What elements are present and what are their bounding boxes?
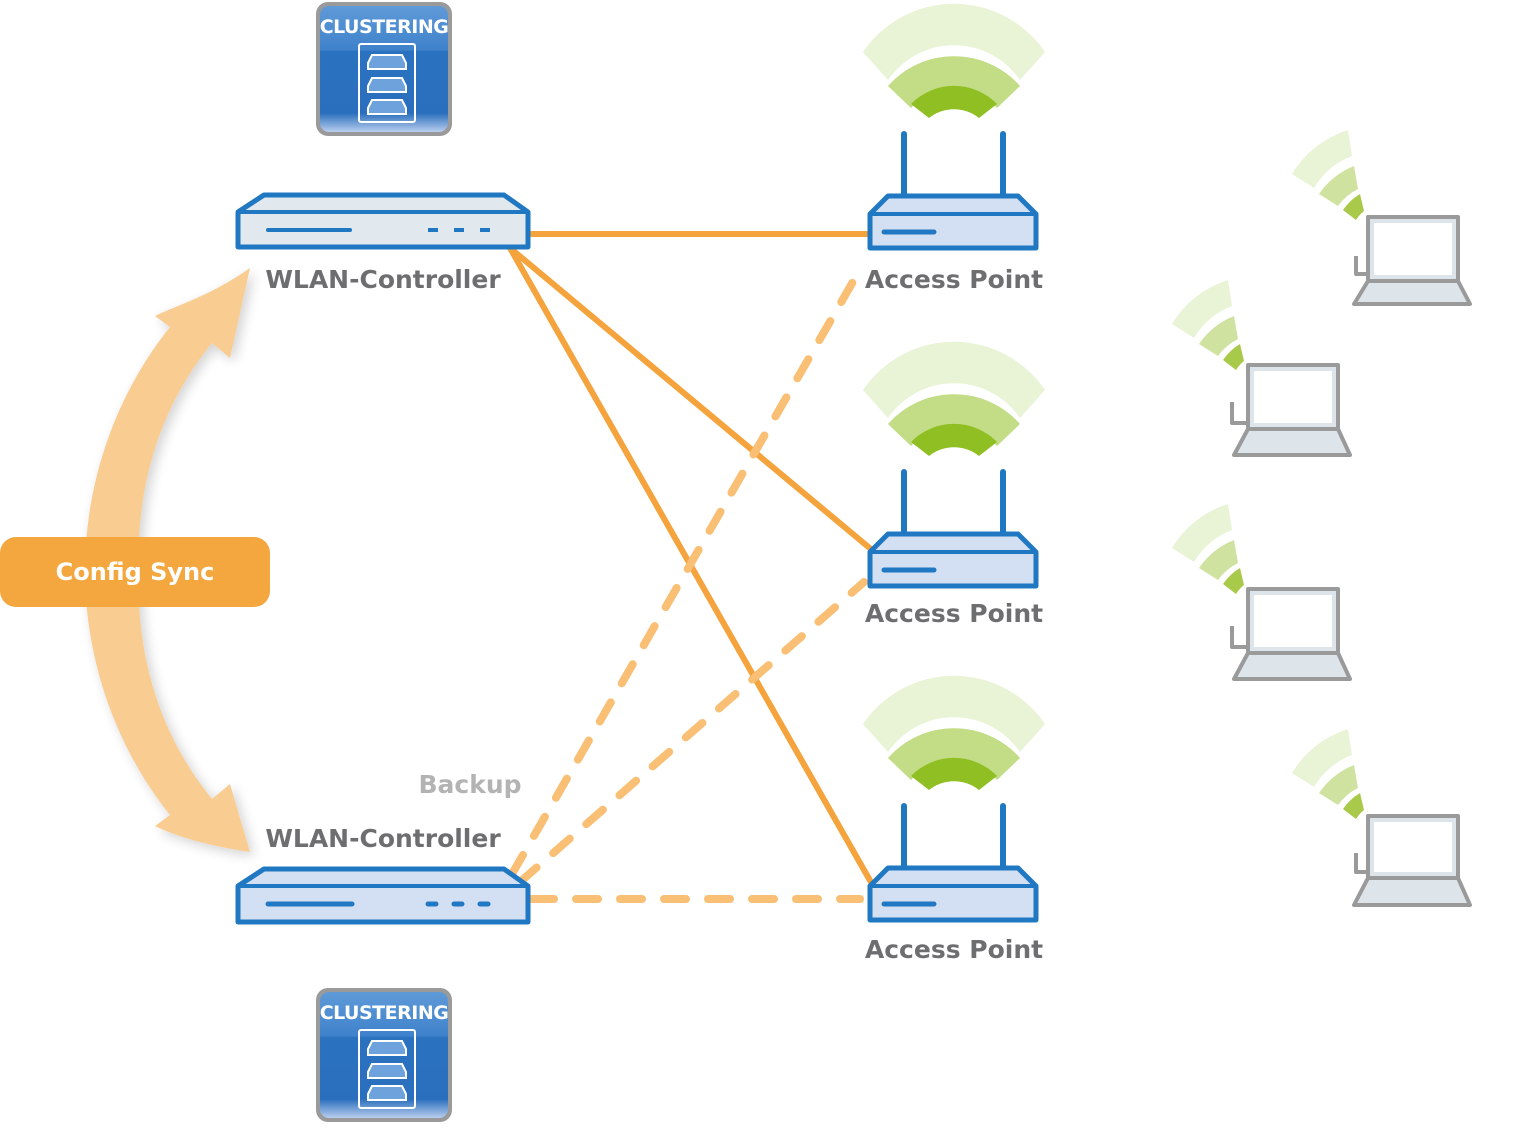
controller-label: WLAN-Controller: [265, 824, 501, 853]
wlan-controller-primary: WLAN-Controller: [235, 192, 531, 294]
wlan-controller-backup: WLAN-Controller: [235, 824, 531, 925]
clustering-badge-bottom: CLUSTERING: [316, 988, 452, 1122]
config-sync-label: Config Sync: [56, 558, 215, 586]
access-point-2: Access Point: [863, 341, 1045, 628]
link-primary-ap2: [507, 245, 875, 553]
client-laptop-2: [1172, 280, 1352, 457]
laptop-icon: [1230, 363, 1352, 457]
config-sync-badge: Config Sync: [0, 537, 270, 607]
access-point-label: Access Point: [865, 599, 1043, 628]
access-point-label: Access Point: [865, 265, 1043, 294]
wifi-signal-icon: [1172, 280, 1244, 370]
controller-device-icon: [235, 866, 531, 925]
link-backup-ap2: [516, 578, 868, 886]
access-point-3: Access Point: [863, 675, 1045, 964]
laptop-icon: [1352, 814, 1472, 907]
server-rack-icon: [358, 1029, 416, 1109]
config-sync-arrow: [85, 268, 250, 852]
wifi-signal-icon: [863, 675, 1045, 790]
wifi-signal-icon: [863, 3, 1045, 118]
wifi-signal-icon: [1292, 130, 1364, 220]
server-rack-icon: [358, 43, 416, 123]
clustering-badge-label: CLUSTERING: [320, 16, 449, 38]
laptop-icon: [1352, 215, 1472, 306]
client-laptop-1: [1292, 130, 1472, 306]
backup-links: [508, 262, 868, 903]
client-laptop-3: [1172, 504, 1352, 681]
wifi-signal-icon: [1292, 729, 1364, 819]
clustering-badge-top: CLUSTERING: [316, 2, 452, 136]
access-point-device-icon: [867, 469, 1039, 589]
backup-label: Backup: [418, 770, 521, 799]
access-point-1: Access Point: [863, 3, 1045, 294]
access-point-device-icon: [867, 131, 1039, 251]
controller-device-icon: [235, 192, 531, 250]
wifi-signal-icon: [1172, 504, 1244, 594]
client-laptop-4: [1292, 729, 1472, 907]
access-point-label: Access Point: [865, 935, 1043, 964]
access-point-device-icon: [867, 803, 1039, 923]
clustering-badge-label: CLUSTERING: [320, 1002, 449, 1024]
laptop-icon: [1230, 587, 1352, 681]
wifi-signal-icon: [863, 341, 1045, 456]
link-backup-ap1: [508, 262, 866, 878]
controller-label: WLAN-Controller: [265, 265, 501, 294]
